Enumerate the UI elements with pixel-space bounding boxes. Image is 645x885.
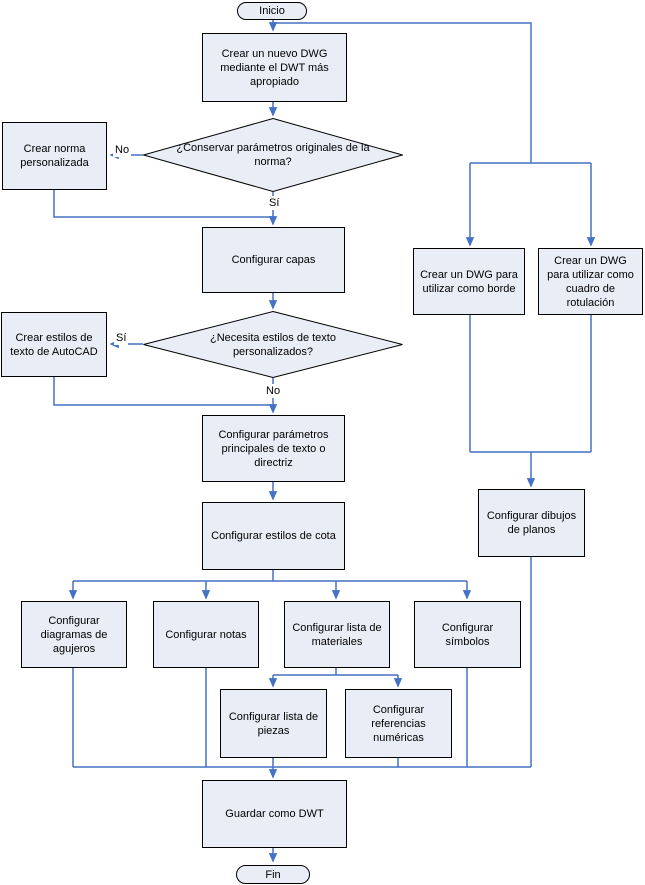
node-dwg-cuadro-rotulacion: Crear un DWG para utilizar como cuadro d… [538, 248, 643, 315]
node-configurar-capas: Configurar capas [202, 227, 345, 293]
node-guardar-dwt-label: Guardar como DWT [225, 808, 324, 820]
node-configurar-capas-label: Configurar capas [231, 254, 316, 266]
node-crear-estilos-autocad-label: Crear estilos de texto de AutoCAD [10, 331, 98, 358]
decision-conservar-parametros: ¿Conservar parámetros originales de la n… [143, 118, 403, 192]
node-parametros-texto-directriz: Configurar parámetros principales de tex… [202, 415, 345, 482]
node-inicio: Inicio [237, 2, 307, 20]
edge-label-si-estilos: Sí [114, 331, 129, 345]
node-crear-estilos-autocad: Crear estilos de texto de AutoCAD [1, 312, 107, 377]
node-referencias-numericas-label: Configurar referencias numéricas [371, 703, 426, 744]
node-lista-piezas-label: Configurar lista de piezas [228, 710, 319, 737]
node-diagramas-agujeros-label: Configurar diagramas de agujeros [40, 614, 108, 655]
node-dibujos-planos: Configurar dibujos de planos [478, 489, 585, 557]
node-diagramas-agujeros: Configurar diagramas de agujeros [21, 601, 127, 668]
node-fin: Fin [236, 865, 310, 884]
node-fin-label: Fin [265, 868, 281, 881]
node-crear-nuevo-dwg-label: Crear un nuevo DWG mediante el DWT más a… [220, 47, 329, 88]
edge-label-no-norma: No [113, 143, 132, 157]
diamond-shape [143, 311, 403, 378]
node-configurar-simbolos-label: Configurar símbolos [441, 621, 494, 648]
node-referencias-numericas: Configurar referencias numéricas [345, 689, 452, 758]
diamond-shape [143, 118, 403, 192]
node-crear-norma-personalizada-label: Crear norma personalizada [20, 143, 89, 169]
node-configurar-notas: Configurar notas [153, 601, 259, 668]
edge-label-no-estilos: No [264, 384, 283, 398]
node-configurar-simbolos: Configurar símbolos [414, 601, 521, 668]
node-crear-norma-personalizada: Crear norma personalizada [2, 122, 107, 190]
node-dwg-borde-label: Crear un DWG para utilizar como borde [420, 268, 518, 295]
node-lista-piezas: Configurar lista de piezas [220, 689, 327, 758]
decision-conservar-parametros-label: ¿Conservar parámetros originales de la n… [176, 142, 370, 168]
node-configurar-notas-label: Configurar notas [165, 628, 247, 641]
node-lista-materiales-label: Configurar lista de materiales [292, 621, 382, 648]
node-dibujos-planos-label: Configurar dibujos de planos [486, 510, 577, 536]
node-inicio-label: Inicio [259, 5, 285, 17]
node-parametros-texto-directriz-label: Configurar parámetros principales de tex… [218, 428, 329, 469]
node-estilos-cota-label: Configurar estilos de cota [211, 530, 336, 542]
node-guardar-dwt: Guardar como DWT [202, 780, 347, 848]
decision-estilos-texto-label: ¿Necesita estilos de texto personalizado… [210, 331, 336, 358]
node-lista-materiales: Configurar lista de materiales [284, 601, 390, 668]
edge-label-si-norma: Sí [267, 196, 282, 210]
node-estilos-cota: Configurar estilos de cota [202, 502, 345, 570]
node-dwg-cuadro-rotulacion-label: Crear un DWG para utilizar como cuadro d… [547, 254, 634, 309]
node-crear-nuevo-dwg: Crear un nuevo DWG mediante el DWT más a… [202, 33, 347, 102]
decision-estilos-texto: ¿Necesita estilos de texto personalizado… [143, 311, 403, 378]
node-dwg-borde: Crear un DWG para utilizar como borde [413, 248, 525, 315]
